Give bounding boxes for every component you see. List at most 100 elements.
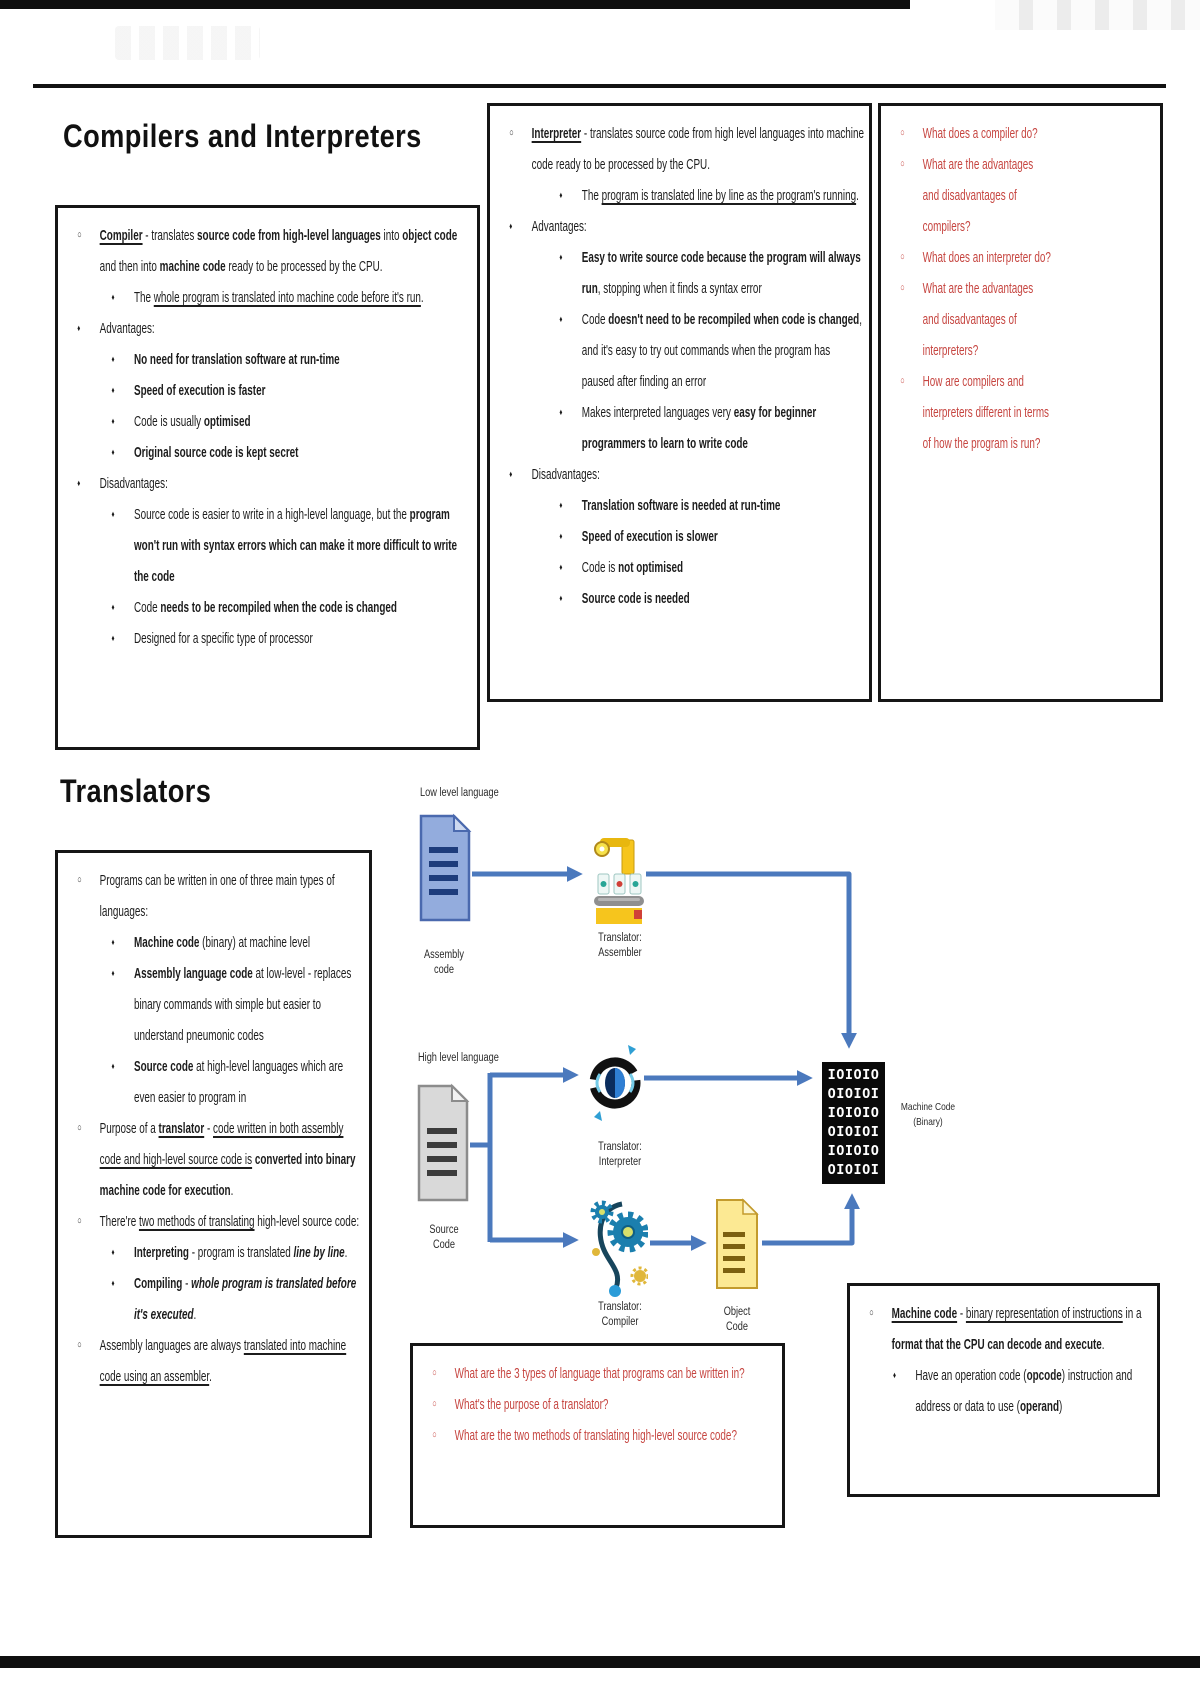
bullet-text: The program is translated line by line a… — [581, 187, 859, 204]
bullet-marker: ♦ — [111, 1278, 115, 1288]
label-line: Assembler — [598, 947, 642, 959]
bullet-text: What does an interpreter do? — [922, 249, 1051, 266]
label-line: Compiler — [601, 1316, 639, 1328]
label-line: Object — [723, 1306, 751, 1318]
object-code-label: Object Code — [711, 1305, 762, 1335]
list-item: ♦Machine code (binary) at machine level — [64, 927, 365, 958]
bullet-text: Code needs to be recompiled when the cod… — [133, 599, 397, 616]
bullet-text: Advantages: — [99, 320, 155, 337]
bullet-text: Code is not optimised — [581, 559, 684, 576]
bullet-marker: ♦ — [559, 314, 563, 324]
bullet-marker: ○ — [900, 251, 905, 263]
bullet-marker: ○ — [77, 1339, 82, 1351]
list-item: ♦The whole program is translated into ma… — [64, 282, 473, 313]
bullet-text: Makes interpreted languages very easy fo… — [581, 404, 817, 452]
bullet-text: Speed of execution is slower — [581, 528, 718, 545]
label-line: Code — [726, 1321, 748, 1333]
list-item: ♦Speed of execution is faster — [64, 375, 473, 406]
bullet-marker: ○ — [900, 127, 905, 139]
list-item: ♦No need for translation software at run… — [64, 344, 473, 375]
list-item: ♦ Disadvantages: — [496, 459, 865, 490]
bullet-marker: ♦ — [77, 478, 81, 488]
list-item: ○What are the two methods of translating… — [419, 1420, 778, 1451]
bullet-marker: ○ — [432, 1429, 437, 1441]
bullet-marker: ♦ — [111, 968, 115, 978]
list-item: ♦ Code needs to be recompiled when the co… — [64, 592, 473, 623]
watermark — [115, 26, 260, 60]
bullet-marker: ♦ — [559, 407, 563, 417]
bullet-text: Interpreter - translates source code fro… — [531, 125, 865, 173]
machine-code-notes-list: ○Machine code - binary representation of… — [856, 1298, 1153, 1422]
list-item: ♦Code is not optimised — [496, 552, 865, 583]
bullet-text: The whole program is translated into mac… — [133, 289, 424, 306]
bullet-marker: ♦ — [559, 531, 563, 541]
high-level-language-label: High level language — [418, 1052, 499, 1064]
list-item: ♦ Compiling - whole program is translated… — [64, 1268, 365, 1330]
bullet-marker: ♦ — [111, 354, 115, 364]
bullet-text: Machine code (binary) at machine level — [133, 934, 311, 951]
translators-notes-list: ○ Programs can be written in one of three… — [64, 865, 365, 1392]
label-line: Translator: — [598, 932, 642, 944]
object-code-document-icon — [716, 1198, 759, 1289]
interpreter-notes-box: ○ Interpreter - translates source code fr… — [487, 103, 872, 702]
bullet-text: Disadvantages: — [531, 466, 600, 483]
bullet-text: Purpose of a translator - code written i… — [99, 1120, 356, 1199]
translator-questions-list: ○What are the 3 types of language that p… — [419, 1358, 778, 1451]
bullet-marker: ♦ — [77, 323, 81, 333]
list-item: ♦Designed for a specific type of process… — [64, 623, 473, 654]
bullet-marker: ♦ — [111, 1247, 115, 1257]
list-item: ○ What does an interpreter do? — [887, 242, 1052, 273]
list-item: ○What are the advantages and disadvantag… — [887, 149, 1052, 242]
binary-row: OIOIOI — [827, 1124, 880, 1140]
bullet-marker: ♦ — [892, 1370, 896, 1380]
binary-row: IOIOIO — [827, 1143, 880, 1159]
bullet-text: What are the advantages and disadvantage… — [922, 280, 1034, 359]
list-item: ♦Disadvantages: — [64, 468, 473, 499]
translator-assembler-label: Translator: Assembler — [580, 931, 660, 961]
list-item: ○What's the purpose of a translator? — [419, 1389, 778, 1420]
list-item: ○ What does a compiler do? — [887, 118, 1052, 149]
bullet-marker: ♦ — [111, 416, 115, 426]
bullet-marker: ♦ — [559, 190, 563, 200]
top-bar — [0, 0, 910, 9]
bullet-marker: ♦ — [111, 1061, 115, 1071]
label-line: Machine Code — [900, 1101, 956, 1113]
bullet-marker: ○ — [509, 127, 514, 139]
bullet-marker: ○ — [77, 229, 82, 241]
bullet-text: Original source code is kept secret — [133, 444, 299, 461]
list-item: ♦Advantages: — [496, 211, 865, 242]
binary-row: IOIOIO — [827, 1067, 880, 1083]
list-item: ♦Code is usually optimised — [64, 406, 473, 437]
bullet-marker: ○ — [900, 282, 905, 294]
list-item: ♦ The program is translated line by line … — [496, 180, 865, 211]
bullet-marker: ○ — [900, 375, 905, 387]
bullet-text: Easy to write source code because the pr… — [581, 249, 861, 297]
list-item: ♦Assembly language code at low-level - r… — [64, 958, 365, 1051]
bullet-marker: ♦ — [559, 593, 563, 603]
bullet-marker: ○ — [77, 874, 82, 886]
label-line: Translator: — [598, 1141, 642, 1153]
list-item: ○Purpose of a translator - code written … — [64, 1113, 365, 1206]
section-title-compilers-and-interpreters: Compilers and Interpreters — [63, 118, 422, 154]
bullet-text: What does a compiler do? — [922, 125, 1038, 142]
bullet-marker: ○ — [77, 1215, 82, 1227]
top-rule — [33, 84, 1166, 88]
list-item: ♦Translation software is needed at run-t… — [496, 490, 865, 521]
bullet-marker: ♦ — [111, 602, 115, 612]
list-item: ♦Have an operation code (opcode) instruc… — [856, 1360, 1153, 1422]
machine-code-notes-box: ○Machine code - binary representation of… — [847, 1283, 1160, 1497]
bullet-text: Speed of execution is faster — [133, 382, 266, 399]
binary-row: IOIOIO — [827, 1105, 880, 1121]
bullet-text: Compiling - whole program is translated … — [133, 1275, 357, 1323]
bullet-marker: ♦ — [509, 469, 513, 479]
compiler-questions-box: ○What does a compiler do?○What are the a… — [878, 103, 1163, 702]
bullet-text: Source code is needed — [581, 590, 690, 607]
translator-compiler-label: Translator: Compiler — [580, 1300, 660, 1330]
compiler-notes-box: ○Compiler - translates source code from … — [55, 205, 480, 750]
source-code-document-icon — [417, 1083, 470, 1202]
label-line: Interpreter — [598, 1156, 642, 1168]
list-item: ♦Easy to write source code because the p… — [496, 242, 865, 304]
bullet-text: Programs can be written in one of three … — [99, 872, 335, 920]
list-item: ♦Source code at high-level languages whi… — [64, 1051, 365, 1113]
label-line: Code — [433, 1239, 455, 1251]
